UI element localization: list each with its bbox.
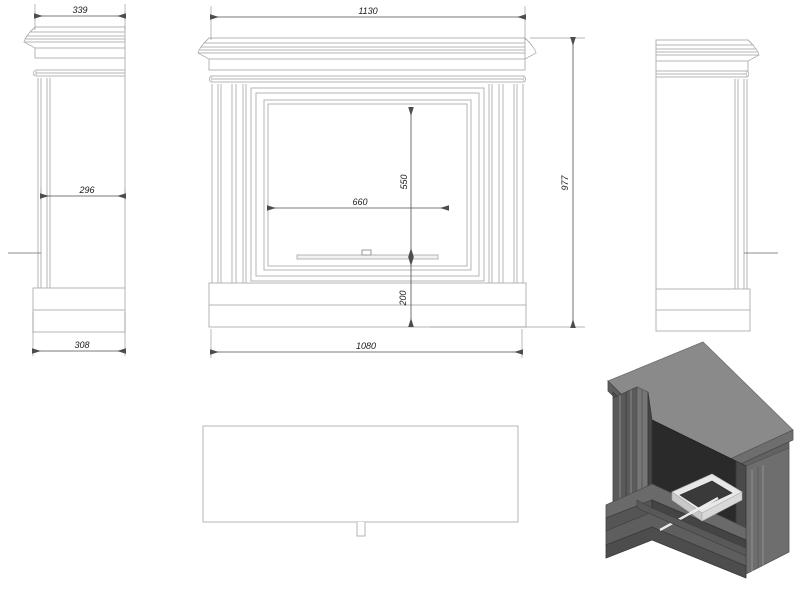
front-cornice — [197, 36, 537, 71]
dimension-label-977: 977 — [560, 175, 570, 191]
iso-burner-insert — [659, 473, 743, 531]
front-mantel-shelf — [209, 75, 526, 83]
view-isometric — [605, 341, 794, 579]
dimension-label-550: 550 — [399, 174, 409, 189]
dimension-label-1130: 1130 — [358, 6, 377, 16]
right-base-plinth — [655, 288, 751, 332]
right-cornice — [655, 39, 760, 72]
view-left-side — [8, 26, 126, 333]
front-pilaster-right — [488, 84, 524, 283]
view-right-side — [655, 39, 778, 332]
dimension-left-width-top: 339 — [34, 4, 126, 30]
view-plan — [202, 425, 519, 537]
dimension-front-base-height: 200 — [398, 257, 414, 327]
right-column-body — [655, 61, 748, 289]
dimension-left-width-base: 308 — [32, 312, 126, 356]
front-pilaster-left — [211, 84, 247, 283]
dimension-front-opening-height: 550 — [399, 107, 414, 257]
dimension-label-296: 296 — [78, 185, 94, 195]
dimension-left-width-mid: 296 — [40, 185, 126, 200]
left-mantel-shelf — [32, 69, 126, 77]
dimension-label-660: 660 — [352, 197, 367, 207]
dimension-front-base-width: 1080 — [210, 329, 523, 358]
front-base-plinth — [208, 282, 527, 328]
dimension-front-overall-height: 977 — [430, 37, 585, 328]
left-cornice — [23, 26, 126, 59]
iso-hearth-lip — [636, 499, 747, 557]
plan-outline — [202, 425, 519, 523]
dimension-label-308: 308 — [74, 340, 89, 350]
dimension-front-width-overall: 1130 — [210, 6, 526, 40]
left-base-plinth — [32, 287, 126, 333]
dimension-label-1080: 1080 — [356, 341, 376, 351]
front-burner-tray — [296, 249, 439, 260]
dimension-label-200: 200 — [398, 290, 408, 306]
dimension-label-339: 339 — [72, 5, 87, 15]
right-mantel-shelf — [655, 70, 750, 78]
dimension-front-opening-width: 660 — [267, 197, 449, 211]
view-front-elevation — [197, 36, 537, 328]
plan-centre-tab — [356, 522, 366, 537]
front-opening-frames — [250, 87, 485, 282]
